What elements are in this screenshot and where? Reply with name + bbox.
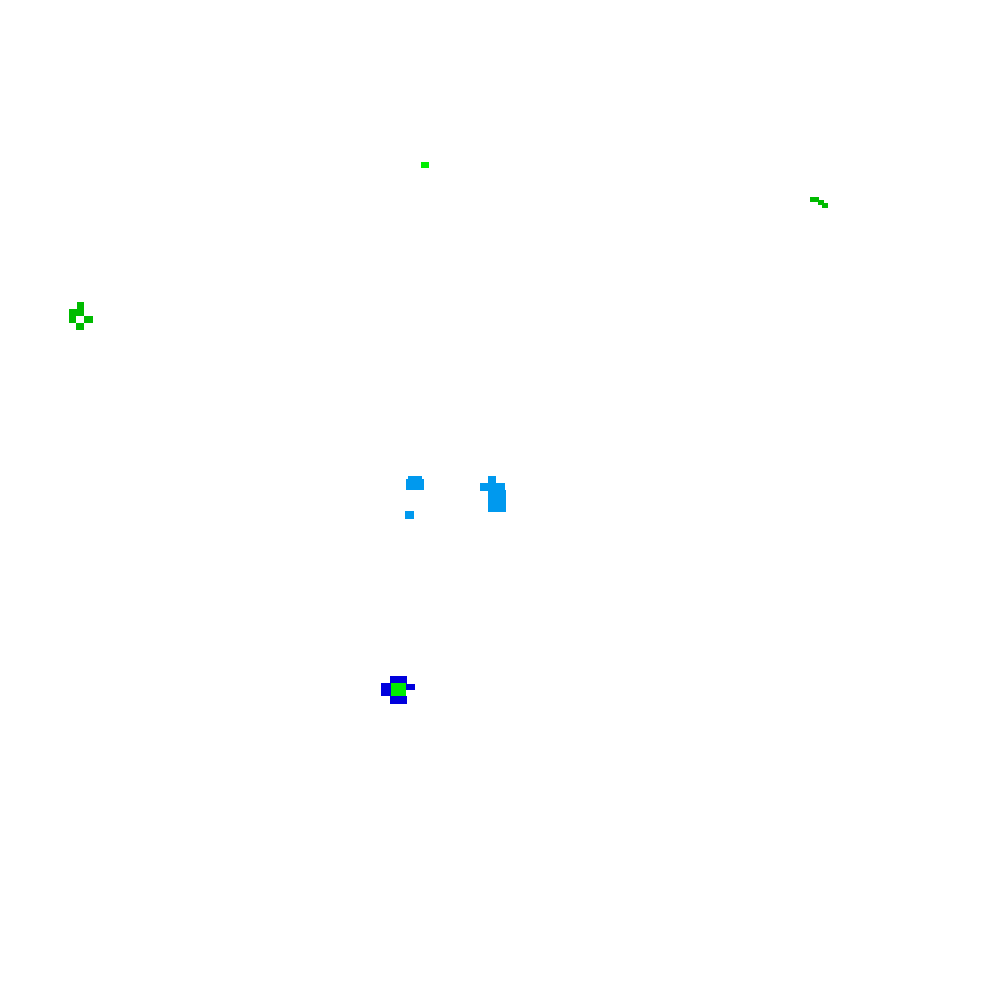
blue-fragment-a-icon xyxy=(406,476,424,492)
green-pellet-icon xyxy=(421,162,429,168)
cluster-pixel xyxy=(76,323,84,330)
cluster-pixel xyxy=(77,302,84,309)
dot-pixel xyxy=(405,511,414,519)
cluster-pixel xyxy=(69,316,76,323)
hook-pixel xyxy=(818,200,824,205)
player-ring-pixel xyxy=(390,676,407,684)
hook-pixel xyxy=(810,197,819,202)
blue-fragment-b-icon xyxy=(405,511,414,519)
player-ring-pixel xyxy=(381,683,391,696)
blue-cross-icon xyxy=(480,476,507,512)
green-cluster-icon xyxy=(67,302,95,330)
blob-pixel xyxy=(408,476,422,479)
green-hook-icon xyxy=(810,197,830,211)
player-core-pixel xyxy=(391,683,406,697)
player-ring-pixel xyxy=(406,684,415,690)
cluster-pixel xyxy=(69,309,84,316)
cluster-pixel xyxy=(84,316,93,323)
pellet-pixel xyxy=(421,162,429,168)
hook-pixel xyxy=(822,203,828,208)
blob-pixel xyxy=(406,479,424,490)
cross-pixel xyxy=(488,490,506,512)
cross-pixel xyxy=(480,483,505,491)
player-icon[interactable] xyxy=(381,676,417,704)
player-ring-pixel xyxy=(390,696,407,704)
cross-pixel xyxy=(488,476,496,484)
